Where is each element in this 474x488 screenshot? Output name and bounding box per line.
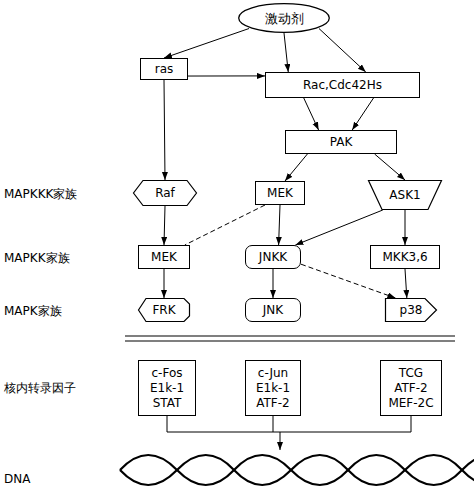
dashed-connector [301, 264, 395, 298]
row-label: 核内转录因子 [4, 380, 76, 397]
node-text: MKK3,6 [382, 250, 427, 265]
kinase-rounded-box: JNKK [245, 245, 301, 269]
arrow-connector [352, 98, 373, 130]
arrow-connector [164, 206, 165, 245]
arrow-connector [164, 269, 165, 298]
kinase-trapezoid: ASK1 [368, 180, 442, 210]
node-text: MEK [267, 186, 293, 201]
row-label: MAPK家族 [4, 303, 62, 320]
process-box: Rac,Cdc42Hs [265, 72, 420, 98]
node-text: MEK [151, 250, 177, 265]
process-box: ras [140, 58, 188, 80]
node-text: JNKK [259, 250, 287, 265]
kinase-pentagon: p38 [385, 298, 437, 322]
merge-line [167, 416, 411, 432]
row-label: MAPKK家族 [4, 250, 70, 267]
process-box: PAK [285, 130, 397, 154]
arrow-connector [279, 205, 280, 245]
node-text: 激动剂 [265, 11, 304, 26]
dna-arrow [280, 432, 281, 450]
node-text: TCG [399, 366, 423, 381]
node-text: c-Fos [152, 366, 183, 381]
membrane-line [125, 340, 455, 341]
factor-box: c-JunE1k-1ATF-2 [245, 360, 301, 416]
node-text: E1k-1 [150, 381, 184, 396]
node-text: Raf [155, 186, 175, 201]
node-text: ATF-2 [394, 381, 427, 396]
node-text: JNK [263, 303, 283, 318]
node-text: MEF-2C [388, 396, 433, 411]
polygon-outline [369, 181, 442, 210]
dna-strand [120, 455, 474, 485]
dashed-connector [185, 205, 265, 245]
dna-strand [120, 455, 474, 485]
row-label: MAPKKK家族 [4, 186, 77, 203]
node-text: STAT [153, 396, 182, 411]
node-text: p38 [400, 303, 423, 318]
kinase-box: MKK3,6 [370, 245, 440, 269]
arrow-connector [295, 210, 382, 245]
arrow-connector [164, 80, 165, 180]
arrow-connector [405, 269, 407, 298]
arrow-connector [304, 98, 319, 130]
arrow-connector [405, 210, 406, 245]
factor-box: TCGATF-2MEF-2C [380, 360, 442, 416]
agonist-ellipse: 激动剂 [238, 3, 330, 33]
merge-line [273, 416, 274, 432]
node-text: ATF-2 [256, 396, 289, 411]
kinase-rounded-box: JNK [245, 298, 301, 322]
arrow-connector [285, 154, 307, 181]
node-text: FRK [152, 303, 175, 318]
polygon-outline [386, 299, 437, 322]
ellipse-outline [239, 4, 330, 33]
arrow-connector [284, 33, 288, 72]
row-label: DNA [4, 472, 30, 486]
kinase-box: MEK [255, 181, 305, 205]
kinase-box: MEK [138, 245, 190, 269]
node-text: E1k-1 [256, 381, 290, 396]
arrow-connector [164, 29, 249, 59]
node-text: c-Jun [258, 366, 288, 381]
arrow-connector [188, 75, 265, 76]
kinase-shape: FRK [138, 298, 190, 322]
kinase-hexagon: Raf [133, 180, 197, 206]
polygon-outline [139, 299, 190, 322]
arrow-connector [319, 29, 366, 73]
membrane-line [125, 335, 455, 336]
node-text: Rac,Cdc42Hs [303, 78, 382, 93]
polygon-outline [134, 181, 197, 206]
node-text: PAK [330, 135, 353, 150]
arrow-connector [375, 154, 405, 180]
node-text: ras [155, 62, 174, 77]
node-text: ASK1 [389, 188, 420, 203]
factor-box: c-FosE1k-1STAT [138, 360, 196, 416]
arrow-connector [273, 269, 274, 298]
